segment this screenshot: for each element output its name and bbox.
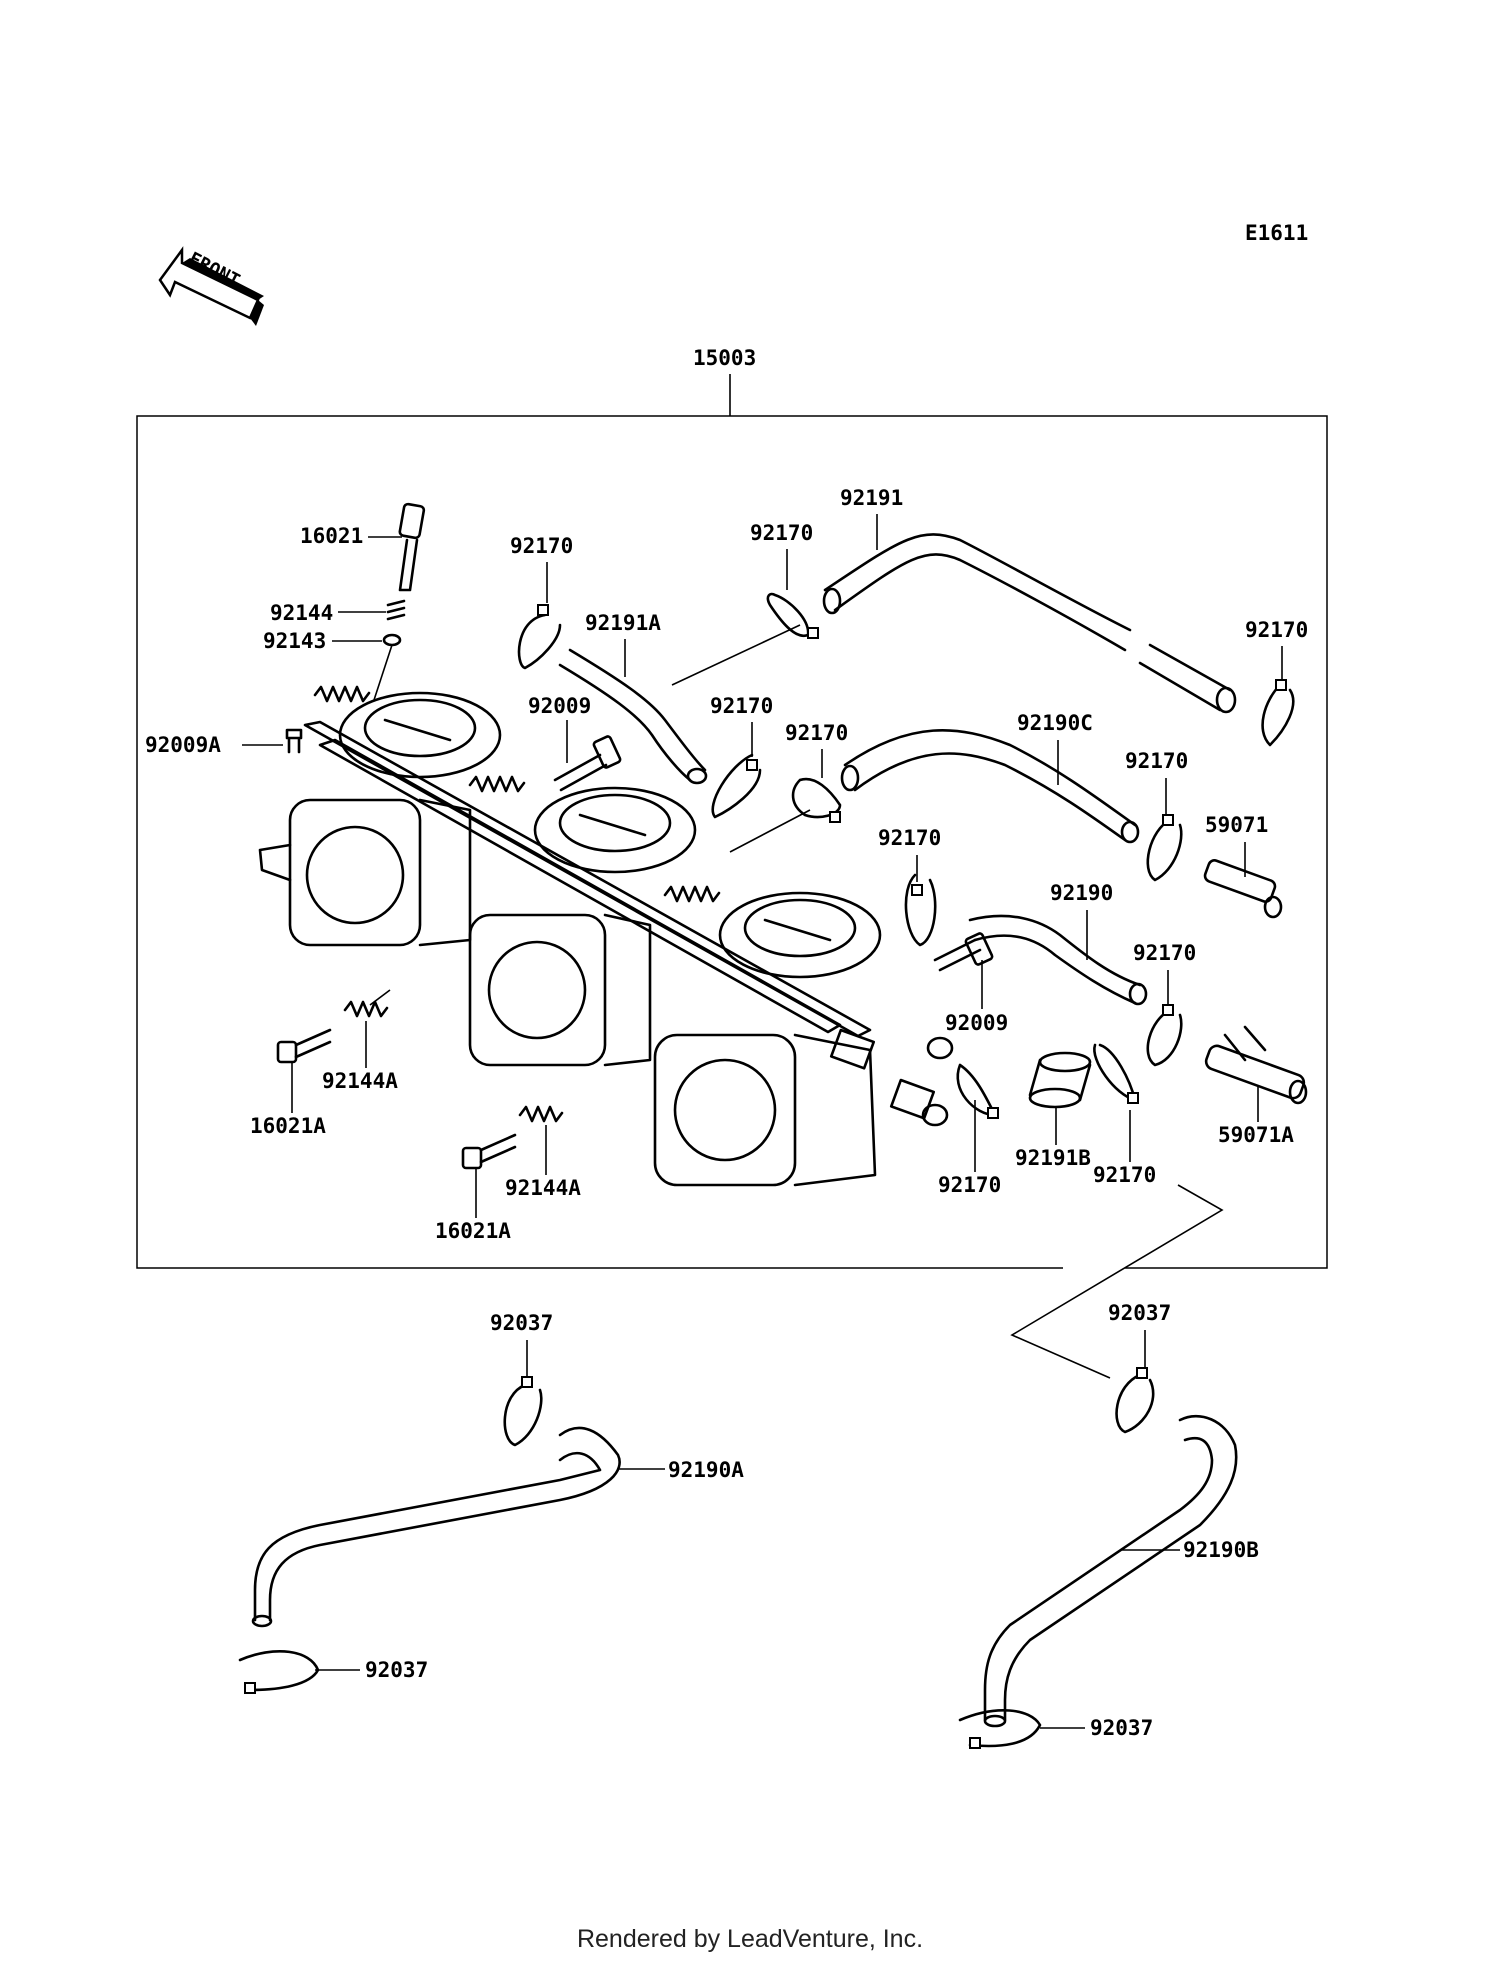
label-16021A-1: 16021A bbox=[250, 1114, 326, 1138]
label-92009-top: 92009 bbox=[528, 694, 591, 718]
label-16021: 16021 bbox=[300, 524, 363, 548]
label-16021A-2: 16021A bbox=[435, 1219, 511, 1243]
label-92037-d: 92037 bbox=[1090, 1716, 1153, 1740]
label-92170-g: 92170 bbox=[878, 826, 941, 850]
bolt-92009-right bbox=[933, 932, 994, 972]
clamp-92170-d bbox=[791, 777, 842, 823]
clamp-92037-b bbox=[238, 1649, 320, 1694]
clamp-92170-i bbox=[956, 1063, 999, 1119]
clamp-92170-c bbox=[711, 753, 762, 819]
label-92037-c: 92037 bbox=[1108, 1301, 1171, 1325]
label-92009A: 92009A bbox=[145, 733, 221, 757]
hose-92190 bbox=[968, 914, 1148, 1006]
label-92037-a: 92037 bbox=[490, 1311, 553, 1335]
screw-16021A-2 bbox=[461, 1133, 517, 1170]
hose-92191B bbox=[1028, 1051, 1092, 1109]
bolt-92009-top bbox=[553, 735, 622, 792]
screw-16021 bbox=[398, 502, 426, 592]
hose-92190C bbox=[840, 729, 1140, 844]
clamp-92170-g bbox=[904, 873, 937, 947]
bolt-92009A bbox=[285, 728, 303, 754]
clamp-92170-f bbox=[1146, 814, 1183, 882]
front-arrow-icon: FRONT bbox=[158, 246, 264, 326]
clamp-92170-a bbox=[517, 604, 562, 670]
label-92191A: 92191A bbox=[585, 611, 661, 635]
label-92190B: 92190B bbox=[1183, 1538, 1259, 1562]
spring-92144A-1 bbox=[343, 1000, 389, 1018]
label-92191B: 92191B bbox=[1015, 1146, 1091, 1170]
washer-92143 bbox=[382, 633, 402, 647]
label-92190C: 92190C bbox=[1017, 711, 1093, 735]
label-92170-f: 92170 bbox=[1125, 749, 1188, 773]
label-92144: 92144 bbox=[270, 601, 333, 625]
fitting-59071 bbox=[1203, 859, 1283, 919]
label-92143: 92143 bbox=[263, 629, 326, 653]
carburetor-assembly bbox=[258, 685, 954, 1187]
clamp-92037-a bbox=[503, 1376, 543, 1447]
label-92009-right: 92009 bbox=[945, 1011, 1008, 1035]
diagram-code: E1611 bbox=[1245, 221, 1308, 245]
hose-92191A bbox=[558, 648, 708, 785]
label-59071A: 59071A bbox=[1218, 1123, 1294, 1147]
label-92144A-2: 92144A bbox=[505, 1176, 581, 1200]
clamp-92170-b bbox=[766, 592, 819, 639]
label-92170-c: 92170 bbox=[710, 694, 773, 718]
hose-92191 bbox=[822, 533, 1237, 714]
fitting-59071A bbox=[1204, 1025, 1308, 1105]
clamp-92037-c bbox=[1115, 1367, 1155, 1434]
clamp-92037-d bbox=[958, 1709, 1042, 1749]
clamp-92170-h bbox=[1146, 1004, 1183, 1067]
spring-92144 bbox=[386, 599, 406, 621]
label-92191: 92191 bbox=[840, 486, 903, 510]
label-92170-h: 92170 bbox=[1133, 941, 1196, 965]
screw-16021A-1 bbox=[276, 1028, 332, 1064]
label-92170-e: 92170 bbox=[1245, 618, 1308, 642]
label-92170-d: 92170 bbox=[785, 721, 848, 745]
label-15003: 15003 bbox=[693, 346, 756, 370]
label-92190: 92190 bbox=[1050, 881, 1113, 905]
hose-92190A bbox=[251, 1426, 621, 1628]
label-92170-j: 92170 bbox=[1093, 1163, 1156, 1187]
clamp-92170-e bbox=[1261, 679, 1295, 747]
clamp-92170-j bbox=[1093, 1043, 1139, 1104]
label-59071: 59071 bbox=[1205, 813, 1268, 837]
assembly-box bbox=[136, 415, 1328, 1269]
spring-92144A-2 bbox=[518, 1105, 564, 1123]
label-92170-a: 92170 bbox=[510, 534, 573, 558]
label-92170-b: 92170 bbox=[750, 521, 813, 545]
hose-92190B bbox=[983, 1414, 1238, 1728]
label-92037-b: 92037 bbox=[365, 1658, 428, 1682]
label-92144A-1: 92144A bbox=[322, 1069, 398, 1093]
label-92190A: 92190A bbox=[668, 1458, 744, 1482]
label-92170-i: 92170 bbox=[938, 1173, 1001, 1197]
footer-credit: Rendered by LeadVenture, Inc. bbox=[576, 1925, 924, 1953]
